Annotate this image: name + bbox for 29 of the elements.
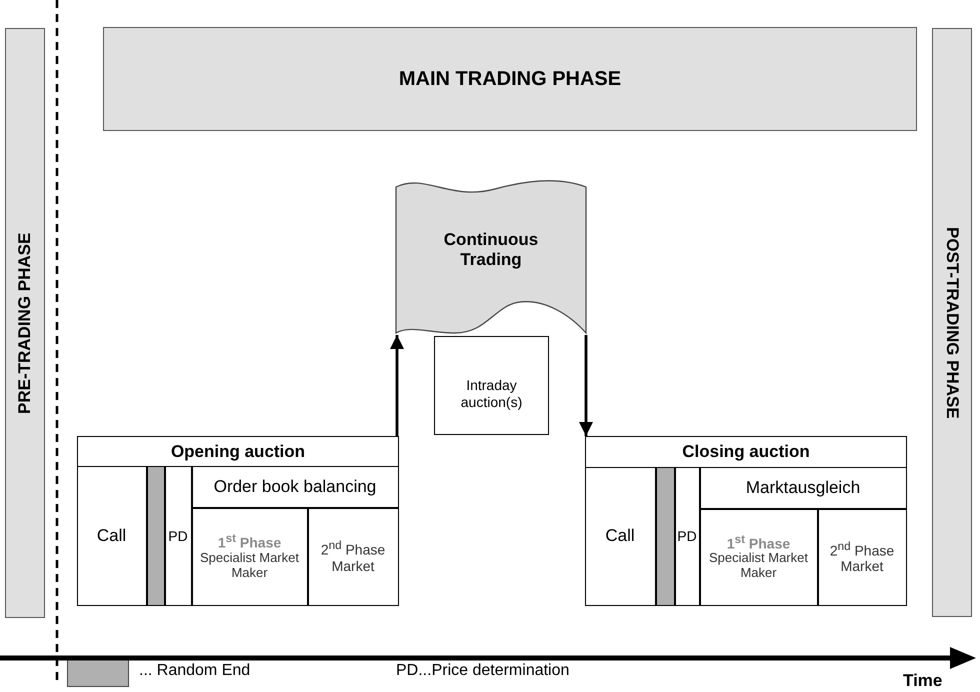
phase-cell: 2$^{nd}$ Phase Market bbox=[308, 508, 398, 606]
auction-header: Opening auction bbox=[170, 441, 306, 463]
phase-cell: Order book balancing bbox=[192, 466, 398, 508]
phase-cell bbox=[700, 508, 818, 606]
legend-text: ... Random End bbox=[139, 662, 250, 680]
phase-title: 1$^{st}$ Phase bbox=[726, 532, 790, 552]
auction-panel bbox=[77, 436, 399, 606]
phase-panel: MAIN TRADING PHASE bbox=[103, 27, 917, 131]
phase-panel: PRE-TRADING PHASE bbox=[5, 28, 45, 618]
phase-cell: Call bbox=[76, 466, 146, 606]
auction-panel bbox=[585, 436, 907, 606]
axis-label: Time bbox=[903, 671, 942, 691]
phase-cell: 2$^{nd}$ Phase Market bbox=[818, 508, 906, 606]
arrow bbox=[390, 335, 404, 436]
auction-header: Closing auction bbox=[681, 441, 811, 463]
role-label: Specialist Market Maker bbox=[199, 550, 300, 581]
random-end-bar bbox=[146, 466, 164, 606]
legend-note: PD...Price determination bbox=[396, 662, 570, 680]
phase-panel: POST-TRADING PHASE bbox=[932, 28, 972, 617]
phase-cell: PD bbox=[674, 466, 700, 606]
phase-cell: Marktausgleich bbox=[700, 466, 906, 508]
phase-cell bbox=[192, 508, 308, 606]
phase-cell: PD bbox=[164, 466, 192, 606]
phase-cell: Call bbox=[584, 466, 656, 606]
role-label: Specialist Market Maker bbox=[708, 551, 809, 582]
phase-title: 1$^{st}$ Phase bbox=[218, 532, 282, 551]
auction-box: Intraday auction(s) bbox=[434, 336, 549, 435]
random-end-bar bbox=[656, 466, 674, 606]
arrow bbox=[579, 335, 593, 436]
